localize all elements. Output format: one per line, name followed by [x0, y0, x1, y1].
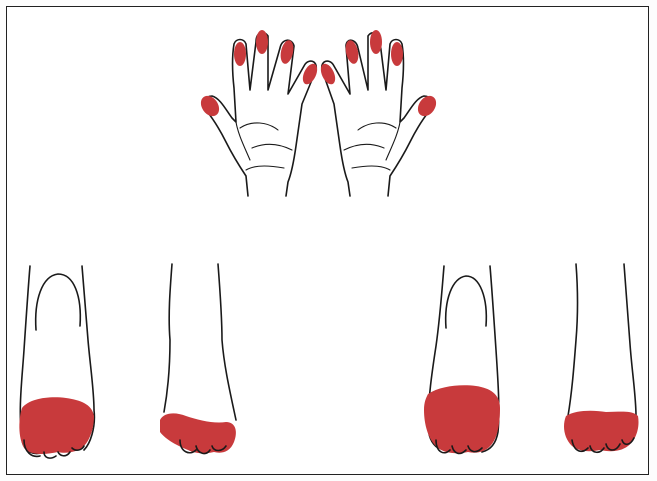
right-middle-tip [370, 30, 382, 54]
right-foot-dorsum [564, 264, 639, 452]
left-foot-sole [19, 266, 94, 458]
right-hand [318, 30, 440, 196]
right-foot-sole [424, 266, 500, 453]
left-thumb-tip [197, 92, 223, 119]
right-dorsum-toes-patch [564, 411, 639, 451]
left-foot-dorsum [160, 264, 236, 453]
hands-group [197, 30, 440, 196]
left-little-tip [300, 61, 320, 86]
left-sole-forefoot-patch [19, 397, 94, 454]
left-index-tip [234, 42, 246, 66]
right-little-tip [318, 61, 338, 86]
right-index-tip [391, 42, 403, 66]
left-hand [197, 30, 320, 196]
left-middle-tip [256, 30, 268, 54]
right-thumb-tip [414, 92, 440, 119]
